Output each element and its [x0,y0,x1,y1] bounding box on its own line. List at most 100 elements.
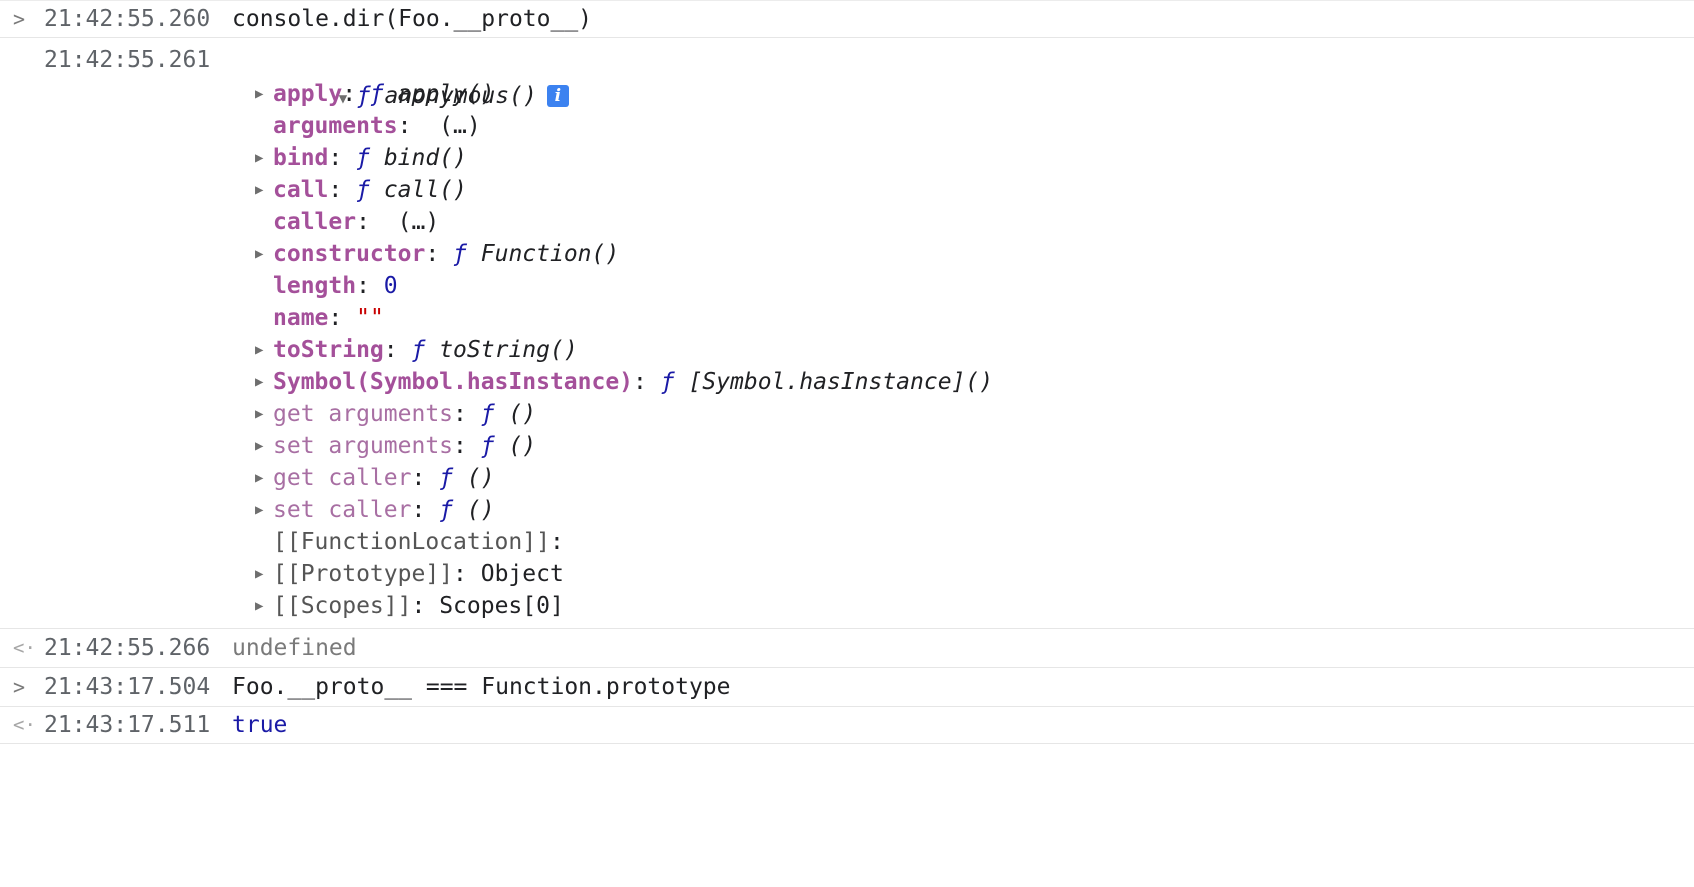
object-header[interactable]: ▼ ƒ anonymous() i [228,42,569,153]
property-text: bind: ƒ bind() [273,142,467,174]
property-value[interactable]: (…) [397,209,440,235]
property-separator: : [425,241,454,267]
property-row[interactable]: ▶ [[Scopes]]: Scopes[0] [0,590,1694,622]
property-separator: : [397,113,440,139]
devtools-console: > 21:42:55.260 console.dir(Foo.__proto__… [0,0,1694,744]
function-name: anonymous() [384,83,537,109]
property-key: [[Scopes]] [273,593,412,619]
info-icon[interactable]: i [546,85,569,107]
property-row[interactable]: ▶set caller: ƒ () [0,494,1694,526]
property-separator: : [453,561,481,587]
property-key: set arguments [273,433,454,459]
property-key: constructor [273,241,426,267]
function-symbol: ƒ [480,433,495,459]
triangle-right-icon[interactable]: ▶ [255,86,264,102]
function-symbol: ƒ [439,465,454,491]
triangle-right-icon[interactable]: ▶ [255,438,264,454]
return-arrow-icon: <· [13,714,36,736]
property-text: constructor: ƒ Function() [273,238,619,270]
property-value: toString() [439,337,578,363]
property-key: get arguments [273,401,454,427]
property-key: Symbol(Symbol.hasInstance) [273,369,634,395]
triangle-right-icon[interactable]: ▶ [255,470,264,486]
console-result-entry[interactable]: <· 21:43:17.511 true [0,707,1694,744]
property-value[interactable]: (…) [439,113,481,139]
triangle-right-icon[interactable]: ▶ [255,182,264,198]
triangle-right-icon[interactable]: ▶ [255,502,264,518]
triangle-right-icon[interactable]: ▶ [255,598,264,614]
property-row[interactable]: ▶ get arguments: ƒ () [0,398,1694,430]
function-symbol: ƒ [356,83,371,109]
property-row[interactable]: ▶call: ƒ call() [0,174,1694,206]
function-symbol: ƒ [480,401,495,427]
property-separator: : [328,177,357,203]
property-row[interactable]: ▶ Symbol(Symbol.hasInstance): ƒ [Symbol.h… [0,366,1694,398]
function-symbol: ƒ [369,81,384,107]
property-text: [[Prototype]]: Object [273,558,564,590]
property-value: bind() [383,145,467,171]
property-key: [[FunctionLocation]] [273,529,550,555]
property-key: [[Prototype]] [273,561,454,587]
property-separator: : [342,81,370,107]
property-value: Scopes[0] [439,593,564,619]
property-text: toString: ƒ toString() [273,334,578,366]
console-input-entry[interactable]: > 21:43:17.504 Foo.__proto__ === Functio… [0,668,1694,707]
property-key: apply [273,81,343,107]
console-input-entry[interactable]: > 21:42:55.260 console.dir(Foo.__proto__… [0,0,1694,38]
console-result-entry[interactable]: <· 21:42:55.266 undefined [0,629,1694,668]
property-separator: : [411,497,440,523]
property-row[interactable]: ▶ [[Prototype]]: Object [0,558,1694,590]
function-symbol: ƒ [453,241,467,267]
property-value: Function() [480,241,620,267]
property-text: get caller: ƒ () [273,462,495,494]
property-text: get arguments: ƒ () [273,398,536,430]
property-value: Object [480,561,564,587]
property-separator: : [549,529,564,555]
timestamp: 21:43:17.511 [44,712,211,738]
property-row: name: "" [0,302,1694,334]
property-row[interactable]: ▶ apply: ƒ apply() [0,78,1694,110]
property-text: arguments: (…) [273,110,481,142]
property-value: () [466,465,495,491]
property-text: [[FunctionLocation]]: [273,526,564,558]
triangle-right-icon[interactable]: ▶ [255,566,264,582]
return-arrow-icon: <· [13,637,36,659]
property-key: get caller [273,465,412,491]
triangle-right-icon[interactable]: ▶ [255,374,264,390]
triangle-right-icon[interactable]: ▶ [255,342,264,358]
result-value: true [232,712,288,738]
triangle-right-icon[interactable]: ▶ [255,406,264,422]
property-row[interactable]: ▶ constructor: ƒ Function() [0,238,1694,270]
property-value: apply() [397,81,495,107]
property-row[interactable]: ▶ set arguments: ƒ () [0,430,1694,462]
property-text: apply: ƒ apply() [273,78,495,110]
timestamp: 21:42:55.266 [44,635,211,661]
triangle-right-icon[interactable]: ▶ [255,150,264,166]
property-separator: : [328,305,357,331]
triangle-down-icon[interactable]: ▼ [338,91,348,107]
triangle-right-icon[interactable]: ▶ [255,246,264,262]
property-text: [[Scopes]]: Scopes[0] [273,590,564,622]
property-key: set caller [273,497,412,523]
property-key: bind [273,145,329,171]
property-separator: : [411,465,440,491]
property-key: name [273,305,329,331]
timestamp: 21:43:17.504 [44,674,211,700]
property-key: caller [273,209,357,235]
property-value: () [508,433,537,459]
property-list: ▶apply: ƒ apply()arguments: (…)▶bind: ƒ … [0,78,1694,622]
function-symbol: ƒ [356,145,370,171]
property-value: [Symbol.hasInstance]() [688,369,994,395]
timestamp: 21:42:55.260 [44,6,211,32]
property-value: "" [356,305,384,331]
property-separator: : [453,433,481,459]
property-row[interactable]: ▶ bind: ƒ bind() [0,142,1694,174]
console-log-entry[interactable]: 21:42:55.261 ▼ƒ anonymous()i ▶apply: ƒ a… [0,38,1694,629]
property-row[interactable]: ▶ get caller: ƒ () [0,462,1694,494]
property-key: call [273,177,329,203]
property-text: set arguments: ƒ () [273,430,536,462]
property-row[interactable]: ▶ toString: ƒ toString() [0,334,1694,366]
chevron-right-icon: > [13,675,26,699]
property-separator: : [356,273,384,299]
property-text: Symbol(Symbol.hasInstance): ƒ [Symbol.ha… [273,366,993,398]
